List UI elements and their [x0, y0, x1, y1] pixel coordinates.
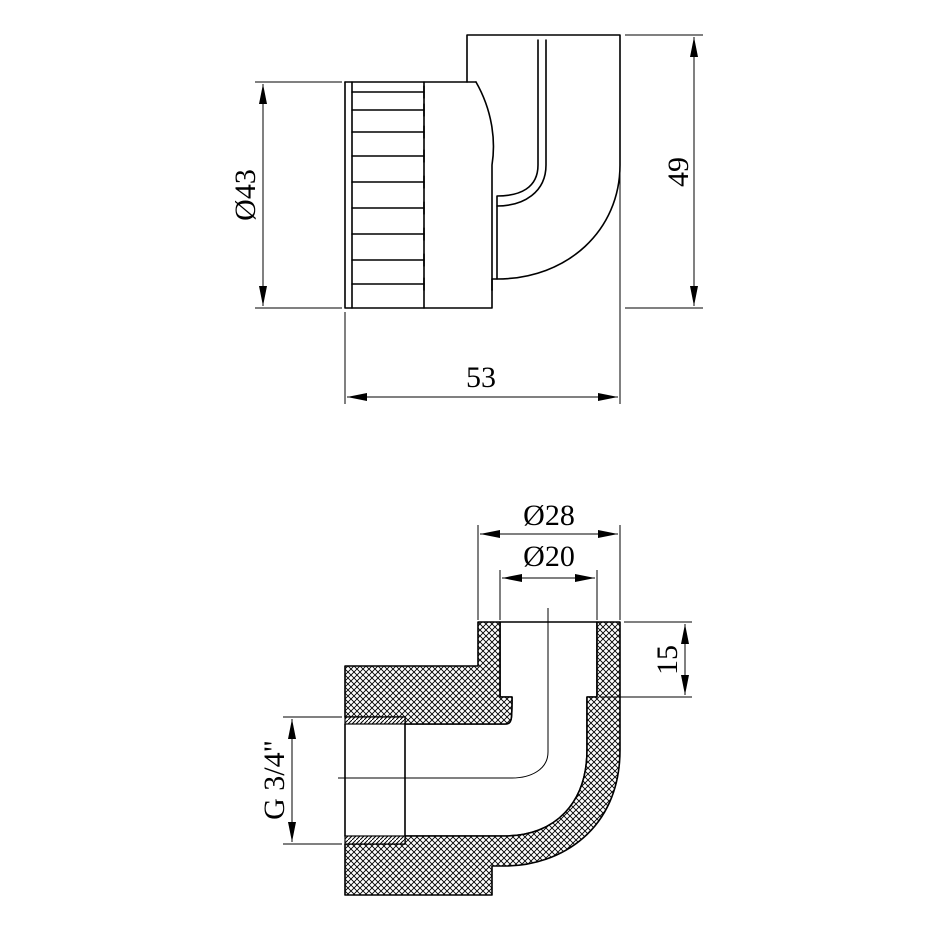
dim-overall-height: 49	[625, 34, 703, 309]
outer-diameter-label: Ø43	[229, 169, 262, 221]
section-view: Ø28 Ø20 15 G 3/4"	[258, 499, 692, 896]
dim-socket-outer-diameter: Ø28	[477, 499, 621, 620]
overall-width-label: 53	[466, 361, 496, 394]
dim-socket-inner-diameter: Ø20	[499, 540, 598, 620]
dim-socket-depth: 15	[600, 621, 692, 698]
exterior-view: Ø43 49 53	[229, 34, 703, 404]
thread-size-label: G 3/4"	[258, 740, 291, 820]
centre-line	[338, 608, 549, 779]
socket-outer-diameter-label: Ø28	[523, 499, 575, 532]
inner-bore	[404, 621, 598, 837]
threaded-end	[344, 81, 493, 309]
wall-section-lower	[344, 621, 621, 896]
socket-depth-label: 15	[651, 645, 684, 675]
socket-inner-diameter-label: Ø20	[523, 540, 575, 573]
dim-thread-size: G 3/4"	[258, 716, 342, 845]
wall-section-upper	[344, 621, 513, 725]
dim-overall-width: 53	[344, 170, 621, 404]
thread-insert-top	[344, 716, 406, 725]
elbow-body	[466, 34, 621, 291]
thread-insert-bottom	[344, 835, 406, 845]
knurl-grooves	[351, 85, 425, 291]
overall-height-label: 49	[662, 157, 695, 187]
dim-outer-diameter: Ø43	[229, 81, 342, 309]
